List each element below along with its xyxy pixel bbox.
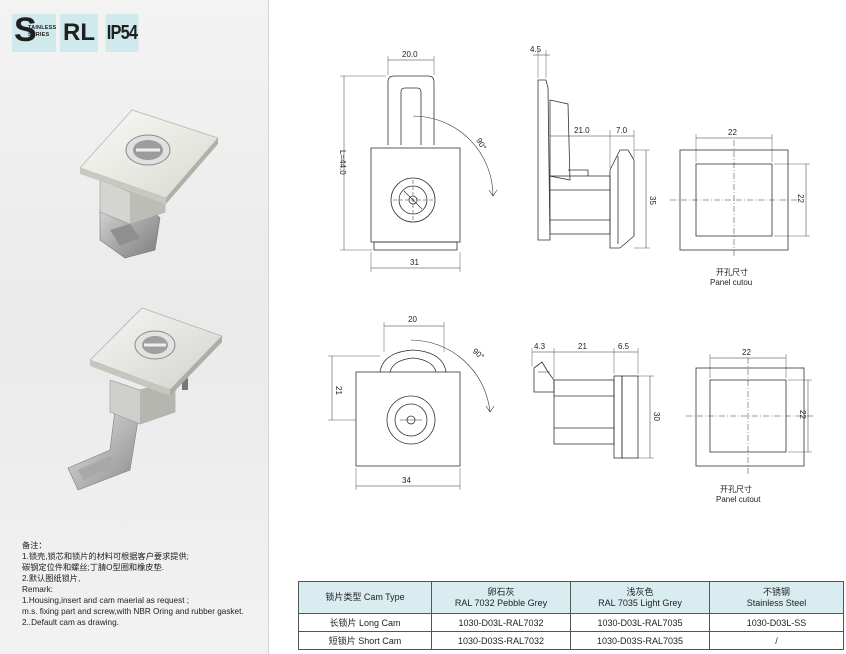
dim-bottom-height-left: 21 <box>334 386 343 395</box>
remarks-title: 备注： <box>22 541 47 550</box>
table-cell: 长锁片 Long Cam <box>298 613 432 632</box>
cutout-bottom-label-cn: 开孔尺寸 <box>720 484 752 494</box>
dim-bottom-side-a: 4.3 <box>534 342 546 351</box>
panel-cutout-bottom <box>686 354 814 476</box>
header-cam-type-label: 锁片类型 Cam Type <box>325 592 405 602</box>
table-cell: 1030-D03L-SS <box>709 613 844 632</box>
dim-side-top: 4.5 <box>530 45 542 54</box>
badge-s-line1: TAINLESS <box>28 25 57 31</box>
dim-top-width-bottom: 31 <box>410 258 419 267</box>
badge-s-letter: S <box>14 11 37 49</box>
header-light-grey-cn: 浅灰色 <box>626 586 654 597</box>
dim-bottom-width-bottom: 34 <box>402 476 411 485</box>
dim-side-b: 7.0 <box>616 126 628 135</box>
header-cam-type: 锁片类型 Cam Type <box>298 581 432 614</box>
remarks-line: Remark: <box>22 585 53 594</box>
dim-top-length: L=44.0 <box>338 150 347 175</box>
front-view-short-cam <box>328 322 495 490</box>
dim-bottom-width: 20 <box>408 315 417 324</box>
technical-drawing: 20.0 L=44.0 90° 31 4.5 21.0 7.0 35 22 22… <box>328 45 814 504</box>
table-row: 短锁片 Short Cam 1030-D03S-RAL7032 1030-D03… <box>298 631 844 650</box>
panel-cutout-top <box>670 134 810 258</box>
dim-side-height: 35 <box>648 196 657 205</box>
rl-badge: RL <box>60 14 98 52</box>
dim-bottom-angle: 90° <box>471 347 486 362</box>
table-cell: 1030-D03S-RAL7032 <box>431 631 571 650</box>
header-stainless-cn: 不锈钢 <box>762 586 790 597</box>
dim-side-a: 21.0 <box>574 126 590 135</box>
badge-s-line2: SERIES <box>28 32 50 38</box>
table-row: 长锁片 Long Cam 1030-D03L-RAL7032 1030-D03L… <box>298 613 844 632</box>
table-cell: 1030-D03L-RAL7032 <box>431 613 571 632</box>
table-cell: 1030-D03L-RAL7035 <box>570 613 710 632</box>
cutout-top-width: 22 <box>728 128 737 137</box>
remarks-line: 2.默认图纸锁片, <box>22 574 81 583</box>
cutout-bottom-width: 22 <box>742 348 751 357</box>
header-pebble-grey-cn: 卵石灰 <box>487 586 515 597</box>
dim-top-width: 20.0 <box>402 50 418 59</box>
table-cell: 短锁片 Short Cam <box>298 631 432 650</box>
dim-top-angle: 90° <box>474 137 488 152</box>
cutout-top-label-cn: 开孔尺寸 <box>716 267 748 277</box>
long-cam-lock-photo <box>79 109 219 259</box>
remarks-line: m.s. fixing part and screw,with NBR Orin… <box>22 607 244 616</box>
table-cell: 1030-D03S-RAL7035 <box>570 631 710 650</box>
remarks-line: 2..Default cam as drawing. <box>22 618 119 627</box>
side-view-short-cam <box>531 348 654 459</box>
cutout-bottom-label-en: Panel cutout <box>716 495 761 504</box>
dim-bottom-side-height: 30 <box>652 412 661 421</box>
remarks-line: 碳钢定位件和螺丝;丁腈O型圈和橡皮垫. <box>22 563 164 572</box>
remarks-block: 备注： 1.锁壳,锁芯和锁片的材料可根据客户要求提供; 碳钢定位件和螺丝;丁腈O… <box>22 540 272 628</box>
cutout-top-height: 22 <box>796 194 805 203</box>
remarks-line: 1.Housing,insert and cam maerial as requ… <box>22 596 190 605</box>
header-light-grey-en: RAL 7035 Light Grey <box>598 597 682 608</box>
table-cell: / <box>709 631 844 650</box>
dim-bottom-side-b: 21 <box>578 342 587 351</box>
side-view-long-cam <box>533 50 650 249</box>
remarks-line: 1.锁壳,锁芯和锁片的材料可根据客户要求提供; <box>22 552 189 561</box>
ip54-badge: IP54 <box>105 14 139 52</box>
dim-bottom-side-c: 6.5 <box>618 342 630 351</box>
header-pebble-grey-en: RAL 7032 Pebble Grey <box>454 597 548 608</box>
cutout-bottom-height: 22 <box>798 410 807 419</box>
header-stainless-en: Stainless Steel <box>746 597 807 608</box>
cutout-top-label-en: Panel cutou <box>710 278 752 287</box>
short-cam-lock-photo <box>67 307 223 491</box>
front-view-long-cam <box>340 56 498 272</box>
